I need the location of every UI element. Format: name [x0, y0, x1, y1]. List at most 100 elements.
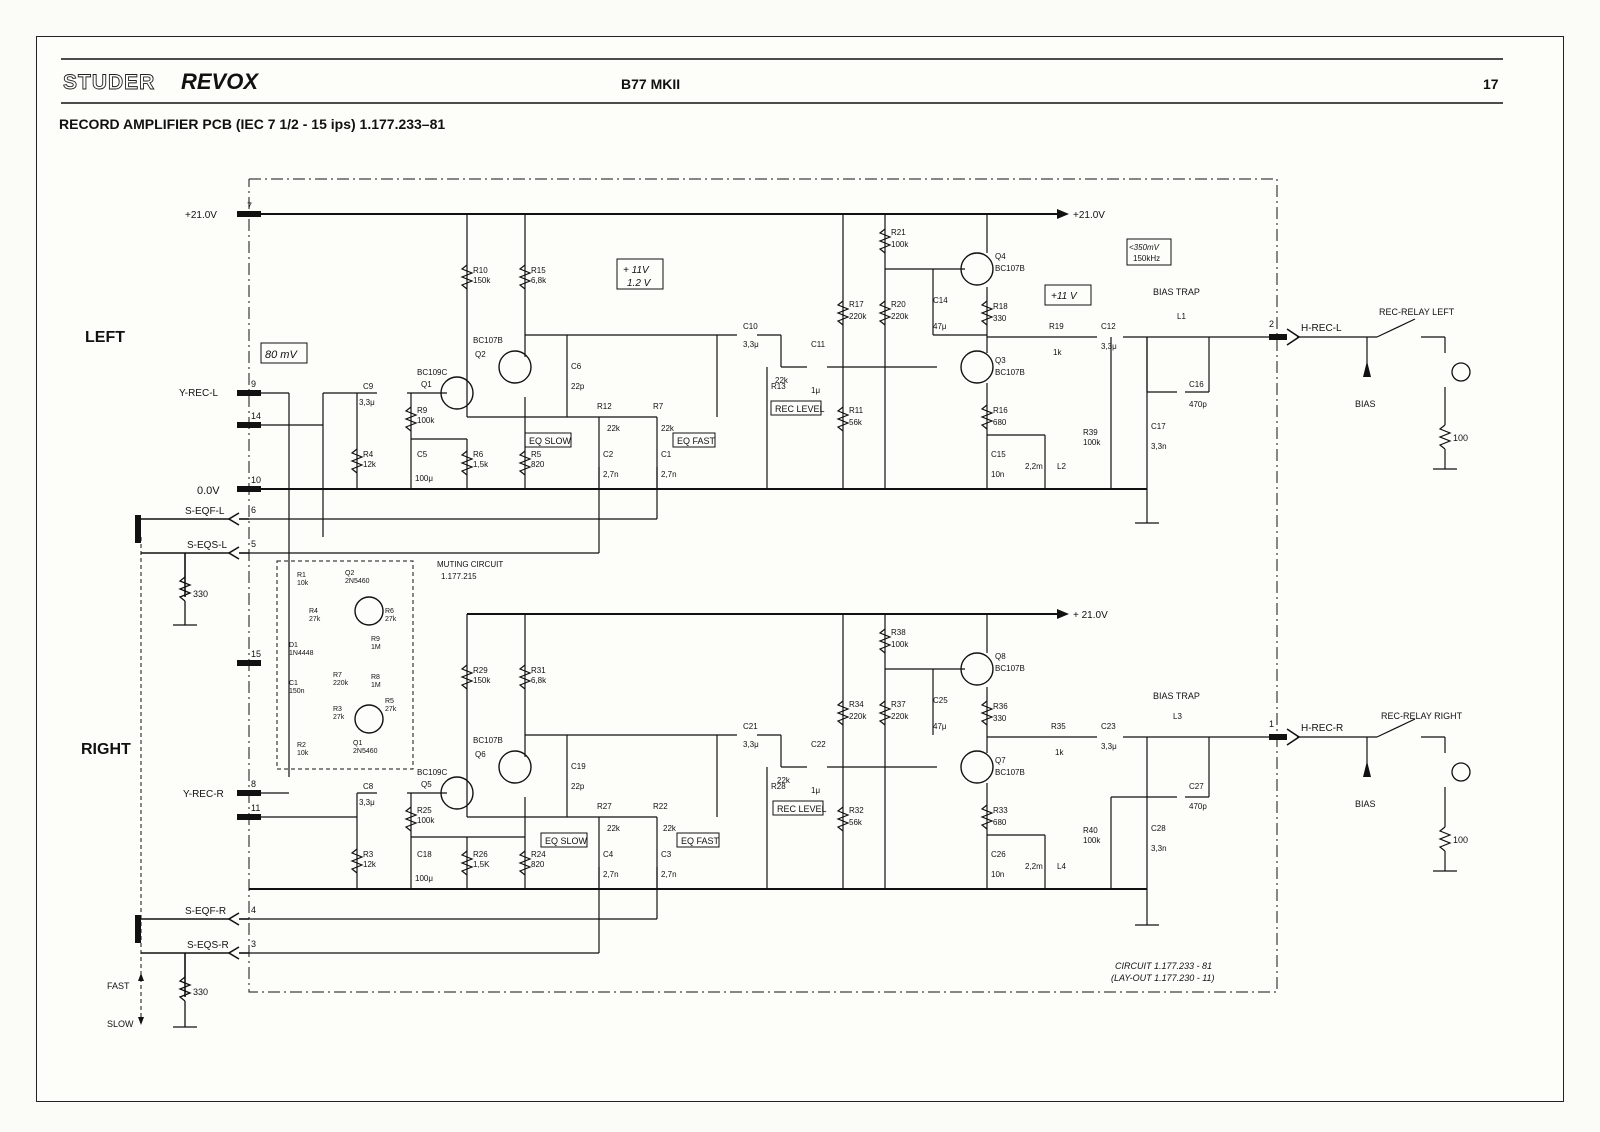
svg-text:R26: R26 — [473, 850, 488, 859]
svg-text:C8: C8 — [363, 782, 374, 791]
conn-y-rec-r: Y-REC-R — [183, 789, 224, 800]
svg-text:R38: R38 — [891, 628, 906, 637]
supply-label-top: +21.0V — [1073, 210, 1105, 221]
svg-text:R36: R36 — [993, 702, 1008, 711]
svg-text:Q2: Q2 — [475, 350, 486, 359]
rec-level-left: REC LEVEL — [775, 404, 825, 414]
model-name: B77 MKII — [621, 76, 680, 92]
rec-level-right: REC LEVEL — [777, 804, 827, 814]
muting-number: 1.177.215 — [441, 572, 477, 581]
svg-text:56k: 56k — [849, 818, 863, 827]
relay-resistor-right: 100 — [1453, 835, 1468, 845]
svg-text:R15: R15 — [531, 266, 546, 275]
svg-text:3,3n: 3,3n — [1151, 442, 1167, 451]
svg-text:2,7n: 2,7n — [661, 470, 677, 479]
svg-text:680: 680 — [993, 418, 1007, 427]
slow-label: SLOW — [107, 1019, 134, 1029]
svg-text:Q6: Q6 — [475, 750, 486, 759]
svg-text:56k: 56k — [849, 418, 863, 427]
svg-text:22p: 22p — [571, 382, 585, 391]
conn-y-rec-l: Y-REC-L — [179, 388, 219, 399]
svg-text:C14: C14 — [933, 296, 948, 305]
svg-text:L1: L1 — [1177, 312, 1186, 321]
svg-text:C4: C4 — [603, 850, 614, 859]
svg-text:27k: 27k — [333, 714, 345, 721]
svg-text:2,7n: 2,7n — [603, 870, 619, 879]
svg-text:R7: R7 — [333, 672, 342, 679]
bias-label-right: BIAS — [1355, 799, 1376, 809]
svg-text:L4: L4 — [1057, 862, 1066, 871]
svg-text:R13: R13 — [771, 382, 786, 391]
conn-s-eqf-l: S-EQF-L — [185, 506, 225, 517]
svg-text:100k: 100k — [1083, 836, 1101, 845]
switch-resistor-right-value: 330 — [193, 987, 208, 997]
svg-text:Q4: Q4 — [995, 252, 1006, 261]
svg-text:C12: C12 — [1101, 322, 1116, 331]
layout-note: (LAY-OUT 1.177.230 - 11) — [1111, 973, 1215, 983]
svg-text:C2: C2 — [603, 450, 614, 459]
svg-text:BC107B: BC107B — [995, 368, 1025, 377]
svg-text:R34: R34 — [849, 700, 864, 709]
conn-s-eqf-r: S-EQF-R — [185, 906, 226, 917]
output-connectors: 2 1 H-REC-L H-REC-R BIAS BIAS REC-RELAY … — [1269, 307, 1471, 845]
svg-text:R4: R4 — [363, 450, 374, 459]
label-right: RIGHT — [81, 741, 131, 758]
conn-s-eqs-r: S-EQS-R — [187, 940, 229, 951]
svg-text:L2: L2 — [1057, 462, 1066, 471]
svg-text:R20: R20 — [891, 300, 906, 309]
svg-text:1μ: 1μ — [811, 386, 820, 395]
bus-lines — [249, 213, 1147, 890]
svg-text:R33: R33 — [993, 806, 1008, 815]
supply-arrow-left — [1057, 209, 1069, 219]
eq-slow-left: EQ SLOW — [529, 436, 572, 446]
svg-text:220k: 220k — [891, 712, 909, 721]
svg-text:47μ: 47μ — [933, 722, 947, 731]
svg-text:12k: 12k — [363, 460, 377, 469]
svg-text:R6: R6 — [385, 608, 394, 615]
svg-text:R1: R1 — [297, 572, 306, 579]
annotation-350mv: <350mV — [1129, 243, 1160, 252]
svg-text:1k: 1k — [1055, 748, 1064, 757]
svg-text:330: 330 — [993, 314, 1007, 323]
svg-text:Q7: Q7 — [995, 756, 1006, 765]
svg-text:100μ: 100μ — [415, 474, 433, 483]
svg-text:R6: R6 — [473, 450, 484, 459]
svg-text:C21: C21 — [743, 722, 758, 731]
pin-1: 1 — [1269, 719, 1274, 729]
svg-text:C26: C26 — [991, 850, 1006, 859]
svg-text:6,8k: 6,8k — [531, 276, 547, 285]
wiring-left — [249, 214, 1457, 777]
svg-text:10n: 10n — [991, 870, 1004, 879]
svg-text:R40: R40 — [1083, 826, 1098, 835]
pin-11: 11 — [251, 803, 260, 813]
svg-text:Q8: Q8 — [995, 652, 1006, 661]
svg-text:C18: C18 — [417, 850, 432, 859]
svg-text:R12: R12 — [597, 402, 612, 411]
svg-text:2,2m: 2,2m — [1025, 462, 1043, 471]
svg-text:R32: R32 — [849, 806, 864, 815]
eq-fast-left: EQ FAST — [677, 436, 716, 446]
svg-text:Q2: Q2 — [345, 570, 354, 577]
svg-text:100k: 100k — [891, 640, 909, 649]
svg-text:22k: 22k — [607, 424, 621, 433]
svg-text:22k: 22k — [607, 824, 621, 833]
svg-text:R9: R9 — [417, 406, 428, 415]
svg-text:R22: R22 — [653, 802, 668, 811]
svg-text:22k: 22k — [663, 824, 677, 833]
brand-studer: STUDER — [63, 71, 155, 94]
svg-text:220k: 220k — [333, 680, 349, 687]
bias-label-left: BIAS — [1355, 399, 1376, 409]
svg-text:3,3μ: 3,3μ — [1101, 342, 1117, 351]
svg-text:1μ: 1μ — [811, 786, 820, 795]
svg-text:1,5k: 1,5k — [473, 460, 489, 469]
svg-text:6,8k: 6,8k — [531, 676, 547, 685]
annotation-11v: + 11V — [623, 265, 650, 276]
svg-text:C9: C9 — [363, 382, 374, 391]
svg-text:R9: R9 — [371, 636, 380, 643]
page-number: 17 — [1483, 76, 1499, 92]
supply-label-right: + 21.0V — [1073, 610, 1108, 621]
pin-9: 9 — [251, 379, 256, 389]
svg-text:D1: D1 — [289, 642, 298, 649]
svg-text:R31: R31 — [531, 666, 546, 675]
